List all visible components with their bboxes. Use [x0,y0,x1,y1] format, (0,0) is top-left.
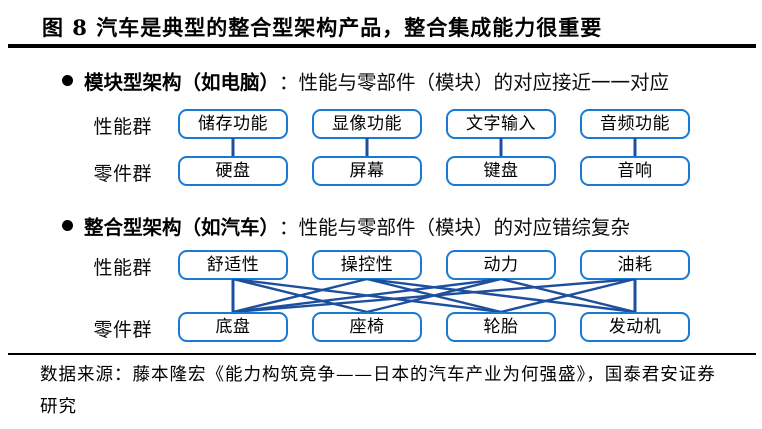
node-box: 动力 [446,250,556,280]
bullet-icon [62,75,73,86]
figure-title: 图 8 汽车是典型的整合型架构产品，整合集成能力很重要 [42,15,603,40]
section-1-heading-bold: 模块型架构（如电脑） [84,72,280,94]
node-box: 操控性 [312,250,422,280]
connector-lines [231,138,637,156]
node-box: 油耗 [580,250,690,280]
connector-lines [231,279,637,312]
section-2-performance-row: 性能群 舒适性 操控性 动力 油耗 [0,250,762,280]
node-box: 音频功能 [580,109,690,139]
section-1-parts-row: 零件群 硬盘 屏幕 键盘 音响 [0,156,762,186]
bullet-icon [62,220,73,231]
section-2-heading-bold: 整合型架构（如汽车） [84,217,280,239]
node-box: 键盘 [446,156,556,186]
node-box: 舒适性 [178,250,288,280]
node-box: 发动机 [580,312,690,342]
section-1-performance-row: 性能群 储存功能 显像功能 文字输入 音频功能 [0,109,762,139]
section-1-heading-rest: ：性能与零部件（模块）的对应接近一一对应 [279,72,670,94]
section-2-heading-rest: ：性能与零部件（模块）的对应错综复杂 [279,217,631,239]
node-box: 座椅 [312,312,422,342]
data-source-line-1: 数据来源：藤本隆宏《能力构筑竞争——日本的汽车产业为何强盛》，国泰君安证券 [40,365,716,385]
section-1-heading: 模块型架构（如电脑）：性能与零部件（模块）的对应接近一一对应 [62,66,669,95]
row-label-performance-group: 性能群 [93,117,152,138]
row-label-parts-group: 零件群 [93,320,152,341]
footer-divider [8,353,756,355]
node-box: 屏幕 [312,156,422,186]
node-box: 文字输入 [446,109,556,139]
data-source-line-2: 研究 [40,397,77,417]
node-box: 轮胎 [446,312,556,342]
node-box: 硬盘 [178,156,288,186]
node-box: 底盘 [178,312,288,342]
section-2-parts-row: 零件群 底盘 座椅 轮胎 发动机 [0,312,762,342]
row-label-performance-group: 性能群 [93,258,152,279]
title-divider [8,44,756,48]
row-label-parts-group: 零件群 [93,164,152,185]
section-2-heading: 整合型架构（如汽车）：性能与零部件（模块）的对应错综复杂 [62,211,630,240]
node-box: 显像功能 [312,109,422,139]
node-box: 储存功能 [178,109,288,139]
data-source-note: 数据来源：藤本隆宏《能力构筑竞争——日本的汽车产业为何强盛》，国泰君安证券 研究 [40,359,746,423]
node-box: 音响 [580,156,690,186]
